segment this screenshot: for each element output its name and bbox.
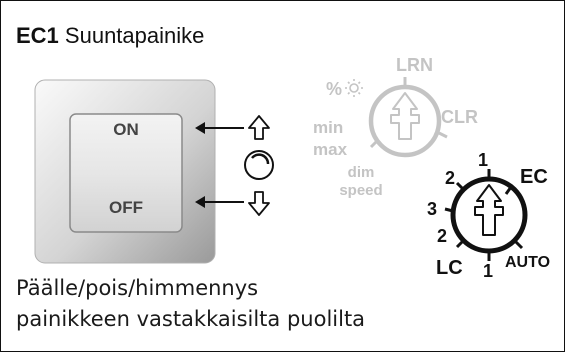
switch-off-label: OFF [109,198,143,217]
faded-dial-pointer [390,92,420,140]
dial-tick-2-lower: 2 [437,226,447,246]
faded-lrn-label: LRN [396,55,433,75]
faded-speed-label: speed [339,182,382,199]
dial-auto-label: AUTO [505,254,550,271]
dial-tick-1-top: 1 [478,150,488,170]
faded-max-label: max [313,140,348,159]
off-pointer-arrow [195,196,244,208]
faded-dim-label: dim [348,164,375,181]
circle-rotate-icon [244,150,274,180]
switch-rocker [69,113,183,233]
dial-tick-1-bottom: 1 [483,261,493,281]
switch-on-label: ON [113,120,139,139]
faded-clr-label: CLR [441,107,478,127]
faded-dial: % LRN CLR min max dim speed [313,55,478,199]
arrow-down-icon [248,191,270,216]
tick-mark-2-lower [455,239,465,249]
device-code: EC1 [16,23,59,48]
dial-ec-label: EC [520,166,548,188]
tick-mark-auto [513,239,524,250]
wall-switch: ON OFF [34,79,216,264]
on-pointer-arrow [195,122,244,134]
active-dial-ring [450,176,528,254]
caption-line-1: Päälle/pois/himmennys [16,276,259,300]
arrow-up-icon [248,115,270,140]
faded-percent-label: % [326,79,342,99]
sun-icon [345,79,363,97]
tick-mark-ec [504,186,513,195]
tick-mark-3 [444,207,454,213]
dial-lc-label: LC [436,257,463,279]
dial-tick-2-upper: 2 [445,168,455,188]
page-title: EC1 Suuntapainike [16,23,204,49]
active-dial-pointer [474,184,504,236]
device-name: Suuntapainike [64,23,205,48]
faded-dial-ring [368,84,442,158]
tick-mark-2-upper [455,181,465,191]
caption-line-2: painikkeen vastakkaisilta puolilta [16,307,366,331]
dial-tick-3: 3 [427,199,437,219]
faded-min-label: min [313,118,343,137]
active-dial: EC 1 2 3 2 LC 1 AUTO [427,150,550,281]
